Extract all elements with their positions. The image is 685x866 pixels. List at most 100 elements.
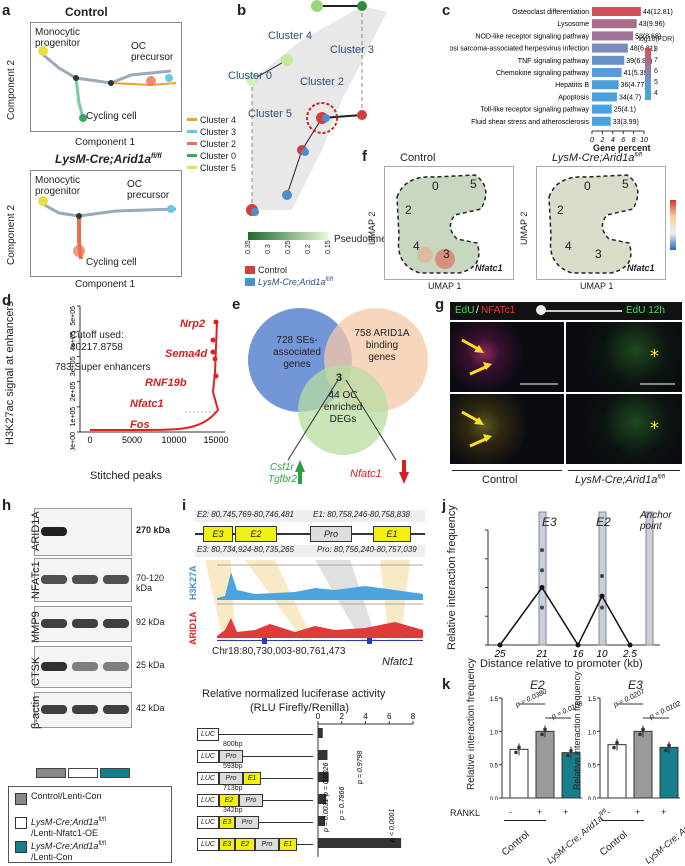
h-blot-3: [34, 646, 132, 688]
j-xtick-label-2: 16: [572, 649, 584, 660]
i-luc-tick-label-2: 4: [363, 712, 368, 721]
i-element-e3: E3: [203, 526, 233, 542]
h-size-2: 92 kDa: [136, 617, 165, 627]
g-edu-time: EdU 12h: [626, 305, 665, 316]
b-cluster-0: Cluster 0: [228, 70, 273, 82]
h-legend-swatch-1: [15, 817, 27, 829]
f-colorbar: [670, 200, 676, 250]
i-construct-line-1: [197, 756, 313, 757]
h-band-1-0: [41, 575, 67, 584]
k-bar-1-1: [633, 730, 653, 799]
i-pval-0: p = 0.0026: [323, 763, 330, 797]
i-chr-label: Chr18:80,730,003-80,761,473: [212, 646, 346, 657]
h-band-4-1: [72, 705, 98, 714]
a-bottom-ylabel: Component 2: [6, 204, 17, 265]
j-point-0: [497, 642, 503, 648]
k-bar-1-0: [607, 744, 627, 799]
g-timeline: [542, 310, 622, 312]
h-band-4-0: [41, 705, 67, 714]
g-ko-underline: [568, 470, 680, 471]
i-construct-bp-4: 342bp: [223, 807, 243, 814]
i-luc-tick-label-3: 6: [387, 712, 392, 721]
f-right-title: LysM-Cre;Arid1afl/fl: [552, 152, 642, 164]
d-xtick-label-2: 10000: [161, 435, 186, 445]
c-tick-label-4: 8: [632, 137, 636, 144]
i-construct-bp-3: 713bp: [223, 785, 243, 792]
h-band-4-2: [103, 705, 129, 714]
i-construct-4-part-0: LUC: [197, 816, 219, 829]
j-point-2: [575, 642, 581, 648]
h-blot-4: [34, 692, 132, 728]
f-right-region-5: 5: [622, 177, 629, 191]
k-bar-0-1: [535, 730, 555, 799]
g-timeline-start: [536, 305, 546, 315]
h-group-bar-1: [36, 768, 66, 778]
f-left-region-4: 4: [413, 239, 420, 253]
k-ytick-label-0-2: 1.0: [490, 730, 499, 736]
i-construct-3-part-0: LUC: [197, 794, 219, 807]
c-bar-0: [592, 7, 641, 16]
i-element-pro: Pro: [310, 526, 352, 542]
i-luc-bar-3: [318, 794, 327, 804]
a-top-plot: Monocytic progenitor OC precursor Cyclin…: [30, 22, 182, 132]
d-gene-rnf19b: RNF19b: [145, 377, 187, 389]
k-ytick-label-1-2: 1.0: [588, 730, 597, 736]
c-bar-label-3: 48(6.81): [630, 46, 656, 53]
panel-label-b: b: [237, 2, 247, 19]
i-coord-row-2: E3: 80,734,924-80,735,265 Pro: 80,756,24…: [195, 545, 425, 557]
b-pseudo-tick-3: 0.2: [305, 244, 312, 254]
svg-text:*: *: [650, 346, 659, 367]
d-gene-nrp2: Nrp2: [180, 318, 206, 330]
h-blot-1: [34, 558, 132, 602]
i-luc-title: Relative normalized luciferase activity: [202, 688, 386, 700]
k-e2-control-line: [504, 820, 546, 821]
e-up-gene-1: Csf1r: [270, 462, 294, 473]
c-bar-label-7: 34(4.7): [619, 94, 641, 101]
k-dot-a-1-0: [615, 740, 619, 745]
h-band-2-1: [72, 619, 98, 628]
c-category-3: Kaposi sarcoma-associated herpesvirus in…: [450, 46, 589, 53]
c-legend-tick-2: 6: [654, 68, 658, 75]
j-rep-point-2: [540, 605, 544, 610]
j-line: [499, 586, 631, 647]
c-bar-label-1: 43(9.96): [639, 21, 665, 28]
h-legend-swatch-0: [15, 793, 27, 805]
c-category-7: Apoptosis: [558, 94, 589, 101]
c-bar-label-8: 25(4.1): [614, 107, 636, 114]
k-e2-plus-2: +: [563, 807, 569, 817]
k-dot-b-0-0: [514, 750, 518, 755]
c-bar-label-6: 36(4.77): [621, 82, 647, 89]
d-xlabel: Stitched peaks: [90, 470, 163, 482]
a-top-mono: Monocytic progenitor: [35, 27, 81, 49]
e-circle-arid1a: 758 ARID1A binding genes: [354, 328, 410, 363]
f-right-region-3: 3: [595, 247, 602, 261]
d-cutoff-value: 40217.8758: [70, 342, 123, 353]
k-title-e3: E3: [628, 678, 643, 692]
c-legend-tick-1: 7: [654, 57, 658, 64]
j-anchor-column: [645, 511, 654, 646]
h-legend-swatch-2: [15, 841, 27, 853]
f-right-ylabel: UMAP 2: [519, 211, 529, 245]
e-circle-ses: 728 SEs-associated genes: [273, 335, 321, 370]
k-rankl: RANKL: [450, 808, 481, 818]
h-legend-line2-1: /Lenti-Nfatc1-OE: [31, 828, 99, 838]
c-bar-label-2: 53(8.68): [635, 33, 661, 40]
k-title-e2: E2: [530, 678, 545, 692]
j-xtick-label-3: 10: [596, 649, 608, 660]
i-construct-bp-1: 800bp: [223, 741, 243, 748]
e-down-gene: Nfatc1: [350, 468, 382, 480]
f-left-region-5: 5: [470, 177, 477, 191]
f-left-region-2: 2: [405, 203, 412, 217]
a-bottom-mono: Monocytic progenitor: [35, 175, 81, 197]
a-bottom-oc: OC precursor: [127, 179, 170, 201]
a-legend-label-1: Cluster 3: [200, 127, 237, 137]
d-ytick-label-5: 5e+05: [70, 306, 77, 326]
h-band-2-2: [103, 619, 129, 628]
b-pseudotime-bar: [248, 232, 328, 240]
i-construct-3-part-1: E2: [219, 794, 239, 807]
